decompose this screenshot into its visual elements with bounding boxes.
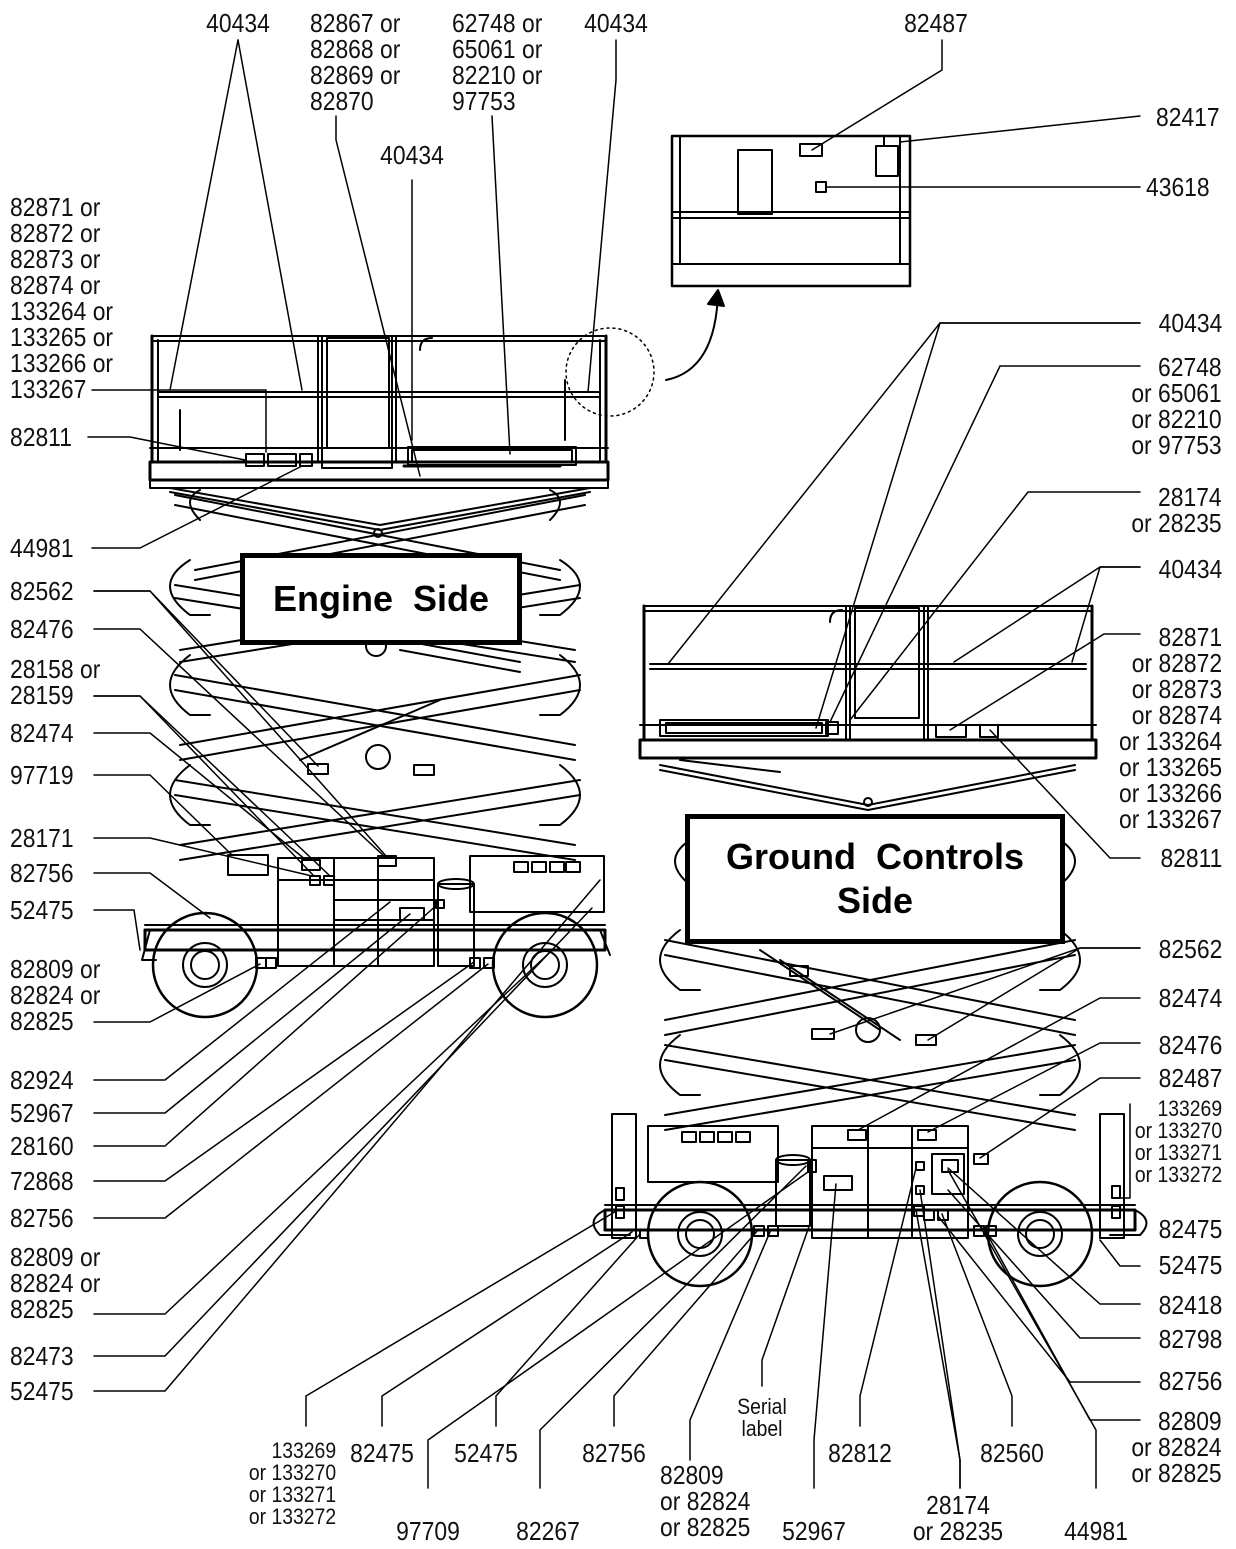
part-label-82756-b: 82756 bbox=[10, 1203, 74, 1233]
part-label-62748-a: 62748 or 65061 or 82210 or 97753 bbox=[452, 8, 543, 116]
part-label-82476-b: 82476 bbox=[1158, 1030, 1222, 1060]
part-label-40434-a: 40434 bbox=[206, 8, 270, 38]
part-label-133269-a: 133269 or 133270 or 133271 or 133272 bbox=[1134, 1096, 1222, 1187]
part-label-28158: 28158 or 28159 bbox=[10, 654, 101, 710]
part-label-52967-b: 52967 bbox=[782, 1516, 846, 1546]
part-label-82487-a: 82487 bbox=[904, 8, 968, 38]
part-label-82562-b: 82562 bbox=[1158, 934, 1222, 964]
part-label-82871-a: 82871 or 82872 or 82873 or 82874 or 1332… bbox=[10, 192, 114, 404]
part-label-82756-d: 82756 bbox=[582, 1438, 646, 1468]
part-label-52475-a: 52475 bbox=[10, 895, 74, 925]
part-label-28171: 28171 bbox=[10, 823, 74, 853]
part-label-82809-b: 82809 or 82824 or 82825 bbox=[10, 1242, 101, 1324]
part-label-97719: 97719 bbox=[10, 760, 74, 790]
part-label-40434-c: 40434 bbox=[380, 140, 444, 170]
part-label-82474-b: 82474 bbox=[1158, 983, 1222, 1013]
part-label-82809-a: 82809 or 82824 or 82825 bbox=[10, 954, 101, 1036]
part-label-52967-a: 52967 bbox=[10, 1098, 74, 1128]
ground-side-chassis bbox=[592, 1113, 1148, 1288]
part-label-82417: 82417 bbox=[1156, 102, 1220, 132]
engine-side-chassis bbox=[141, 854, 611, 1019]
part-label-82267: 82267 bbox=[516, 1516, 580, 1546]
part-label-82871-b: 82871 or 82872 or 82873 or 82874 or 1332… bbox=[1118, 622, 1222, 834]
part-label-40434-d: 40434 bbox=[1158, 308, 1222, 338]
part-label-97709: 97709 bbox=[396, 1516, 460, 1546]
part-label-44981-a: 44981 bbox=[10, 533, 74, 563]
serial-label: Serial label bbox=[737, 1394, 787, 1441]
part-label-82924: 82924 bbox=[10, 1065, 74, 1095]
part-label-62748-b: 62748 or 65061 or 82210 or 97753 bbox=[1131, 352, 1222, 460]
part-label-133269-b: 133269 or 133270 or 133271 or 133272 bbox=[248, 1438, 336, 1529]
part-label-82475-a: 82475 bbox=[1158, 1214, 1222, 1244]
engine-side-platform bbox=[148, 334, 610, 489]
part-label-82809-c: 82809 or 82824 or 82825 bbox=[1131, 1406, 1222, 1488]
engine-side-title: Engine Side bbox=[272, 578, 490, 619]
part-label-43618: 43618 bbox=[1146, 172, 1210, 202]
part-label-82473: 82473 bbox=[10, 1341, 74, 1371]
engine-side-title-box: Engine Side bbox=[240, 553, 522, 645]
part-label-40434-b: 40434 bbox=[584, 8, 648, 38]
platform-inset bbox=[565, 134, 912, 417]
part-label-82476-a: 82476 bbox=[10, 614, 74, 644]
part-label-82756-c: 82756 bbox=[1158, 1366, 1222, 1396]
part-label-52475-d: 52475 bbox=[454, 1438, 518, 1468]
part-label-52475-b: 52475 bbox=[10, 1376, 74, 1406]
part-label-82811-b: 82811 bbox=[1160, 843, 1222, 873]
part-label-82560: 82560 bbox=[980, 1438, 1044, 1468]
part-label-82756-a: 82756 bbox=[10, 858, 74, 888]
part-label-28160: 28160 bbox=[10, 1131, 74, 1161]
part-label-82487-b: 82487 bbox=[1158, 1063, 1222, 1093]
part-label-82474-a: 82474 bbox=[10, 718, 74, 748]
part-label-82418: 82418 bbox=[1158, 1290, 1222, 1320]
engine-side-scissor-stack bbox=[169, 487, 591, 861]
part-label-82562-a: 82562 bbox=[10, 576, 74, 606]
part-label-82812: 82812 bbox=[828, 1438, 892, 1468]
part-label-82809-d: 82809 or 82824 or 82825 bbox=[660, 1460, 751, 1542]
part-label-82811-a: 82811 bbox=[10, 422, 72, 452]
part-label-72868: 72868 bbox=[10, 1166, 74, 1196]
ground-controls-side-title: Ground Controls Side bbox=[726, 836, 1024, 921]
part-label-82798: 82798 bbox=[1158, 1324, 1222, 1354]
part-label-82475-b: 82475 bbox=[350, 1438, 414, 1468]
leader-lines bbox=[87, 39, 1141, 1489]
part-label-52475-c: 52475 bbox=[1158, 1250, 1222, 1280]
part-label-82867: 82867 or 82868 or 82869 or 82870 bbox=[310, 8, 401, 116]
part-label-28174-b: 28174 or 28235 bbox=[912, 1490, 1004, 1546]
ground-controls-side-title-box: Ground Controls Side bbox=[685, 814, 1065, 944]
part-label-28174-a: 28174 or 28235 bbox=[1131, 482, 1222, 538]
part-label-44981-b: 44981 bbox=[1064, 1516, 1128, 1546]
ground-side-platform bbox=[638, 604, 1098, 773]
part-label-40434-e: 40434 bbox=[1158, 554, 1222, 584]
ground-side-scissor-stack bbox=[659, 764, 1081, 1131]
